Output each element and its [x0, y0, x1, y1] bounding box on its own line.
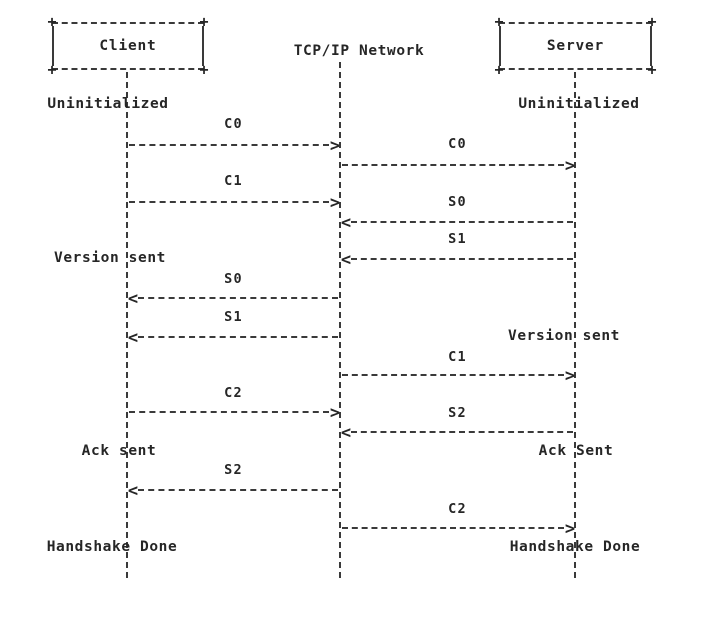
server-box-bottom-border: [499, 68, 652, 70]
message-label-m3: C1: [224, 173, 243, 189]
client-box-corner-br: +: [199, 60, 209, 79]
lifeline-network: [339, 62, 341, 578]
message-line-m6: [138, 297, 338, 299]
message-line-m11: [138, 489, 338, 491]
server-box-left-border: [499, 26, 501, 66]
message-label-m2: C0: [448, 136, 467, 152]
client-box-left-border: [52, 26, 54, 66]
state-label-st8: Handshake Done: [509, 539, 641, 555]
message-line-m10: [351, 431, 573, 433]
message-line-m7: [138, 336, 338, 338]
message-line-m9: [129, 411, 329, 413]
message-label-m7: S1: [224, 309, 243, 325]
client-box-bottom-border: [52, 68, 204, 70]
actor-label-client: Client: [99, 38, 157, 54]
message-line-m1: [129, 144, 329, 146]
lifeline-client: [126, 72, 128, 578]
state-label-st4: Version sent: [508, 328, 620, 344]
actor-label-network: TCP/IP Network: [293, 43, 425, 59]
message-line-m2: [342, 164, 564, 166]
actor-box-client: + + + + Client: [47, 14, 208, 77]
message-line-m12: [342, 527, 564, 529]
state-label-st2: Uninitialized: [518, 96, 640, 112]
message-line-m5: [351, 258, 573, 260]
message-label-m8: C1: [448, 349, 467, 365]
message-line-m8: [342, 374, 564, 376]
message-label-m1: C0: [224, 116, 243, 132]
client-box-top-border: [52, 22, 204, 24]
server-box-top-border: [499, 22, 652, 24]
server-box-corner-br: +: [647, 60, 657, 79]
message-line-m3: [129, 201, 329, 203]
message-label-m10: S2: [448, 405, 467, 421]
message-label-m6: S0: [224, 271, 243, 287]
message-line-m4: [351, 221, 573, 223]
state-label-st6: Ack Sent: [538, 443, 614, 459]
server-box-right-border: [650, 26, 652, 66]
message-label-m12: C2: [448, 501, 467, 517]
actor-box-server: + + + + Server: [494, 14, 656, 77]
message-label-m5: S1: [448, 231, 467, 247]
client-box-corner-bl: +: [47, 60, 57, 79]
server-box-corner-tl: +: [494, 12, 504, 31]
lifeline-server: [574, 72, 576, 578]
server-box-corner-bl: +: [494, 60, 504, 79]
state-label-st7: Handshake Done: [46, 539, 178, 555]
state-label-st3: Version sent: [54, 250, 166, 266]
message-label-m9: C2: [224, 385, 243, 401]
state-label-st5: Ack sent: [81, 443, 157, 459]
state-label-st1: Uninitialized: [47, 96, 169, 112]
message-label-m11: S2: [224, 462, 243, 478]
server-box-corner-tr: +: [647, 12, 657, 31]
client-box-corner-tl: +: [47, 12, 57, 31]
client-box-corner-tr: +: [199, 12, 209, 31]
client-box-right-border: [202, 26, 204, 66]
actor-label-server: Server: [546, 38, 605, 54]
message-label-m4: S0: [448, 194, 467, 210]
